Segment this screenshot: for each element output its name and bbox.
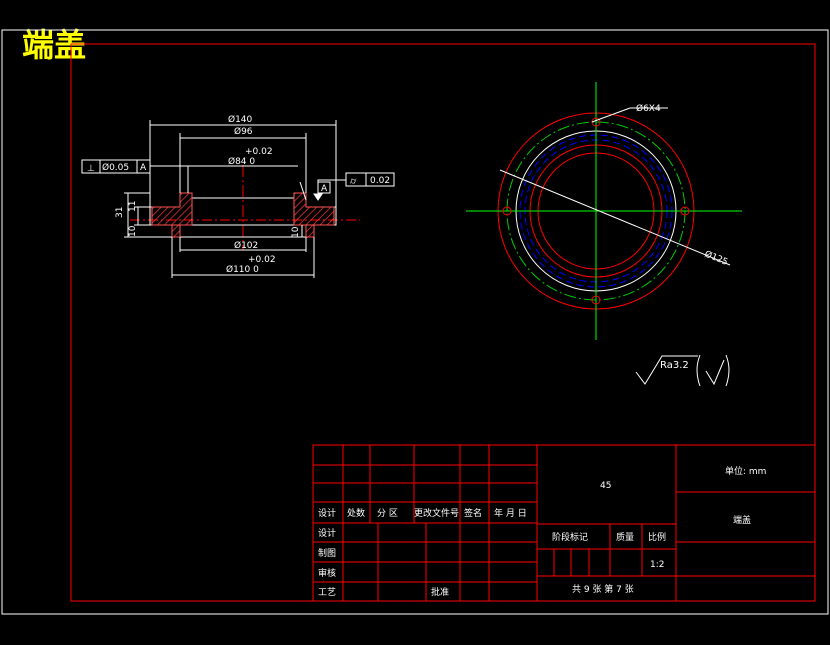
tb-scale: 1:2 (650, 560, 664, 570)
dim-h11: 11 (128, 201, 138, 212)
top-view-labels: Ø6X4 Ø125 (636, 103, 729, 268)
tb-weight: 质量 (616, 531, 634, 543)
roughness-symbol (635, 354, 730, 387)
dim-tol-bottom: +0.02 (248, 255, 276, 265)
tolerance-right-value: 0.02 (370, 176, 390, 186)
tb-header-date: 年 月 日 (494, 507, 527, 519)
tb-unit: 单位: mm (725, 465, 766, 477)
tolerance-right-symbol: ⌭ (350, 177, 357, 187)
tb-row-review: 审核 (318, 567, 336, 579)
title-block-text: 45 单位: mm 端盖 设计 处数 分 区 更改文件号 签名 年 月 日 设计… (318, 465, 766, 598)
circle-label: Ø125 (703, 249, 730, 268)
tb-scale-label: 比例 (648, 531, 666, 543)
tolerance-left-value: Ø0.05 (102, 162, 129, 173)
tb-header-sign: 签名 (464, 507, 482, 519)
top-view (466, 82, 742, 340)
outer-frame (1, 29, 829, 615)
tb-sheet: 共 9 张 第 7 张 (572, 583, 634, 595)
tb-header-count: 处数 (347, 507, 365, 519)
tb-row-process: 工艺 (318, 587, 336, 598)
tb-material: 45 (600, 481, 611, 491)
hole-label: Ø6X4 (636, 103, 661, 114)
tb-row-approve: 批准 (431, 586, 449, 598)
dim-d102: Ø102 (234, 240, 258, 251)
roughness-value: Ra3.2 (660, 360, 689, 371)
dim-tol-top: +0.02 (245, 147, 273, 157)
dim-d96: Ø96 (234, 126, 253, 137)
tolerance-left-symbol: ⊥ (87, 164, 95, 174)
tb-header-change-doc: 更改文件号 (414, 507, 459, 519)
tb-row-design: 设计 (318, 527, 336, 539)
datum-label: A (321, 184, 328, 194)
tb-header-design: 设计 (318, 507, 336, 519)
dim-h31: 31 (115, 207, 125, 218)
drawing-title: 端盖 (22, 26, 87, 64)
title-block-lines (312, 444, 816, 602)
dim-h10-left: 10 (128, 225, 138, 237)
tb-row-draw: 制图 (318, 547, 336, 559)
tb-stage-mark: 阶段标记 (552, 531, 588, 543)
dim-d84: Ø84 0 (228, 156, 255, 167)
tb-header-zone: 分 区 (377, 508, 398, 519)
tb-part-name: 端盖 (733, 514, 751, 526)
dim-h10-right: 10 (291, 226, 301, 238)
tolerance-left-datum: A (140, 163, 147, 173)
dim-d110: Ø110 0 (226, 264, 259, 275)
dim-d140: Ø140 (228, 114, 253, 125)
front-view-labels: Ø140 Ø96 +0.02 Ø84 0 Ø102 +0.02 Ø110 0 3… (87, 114, 390, 275)
front-view (81, 120, 395, 278)
